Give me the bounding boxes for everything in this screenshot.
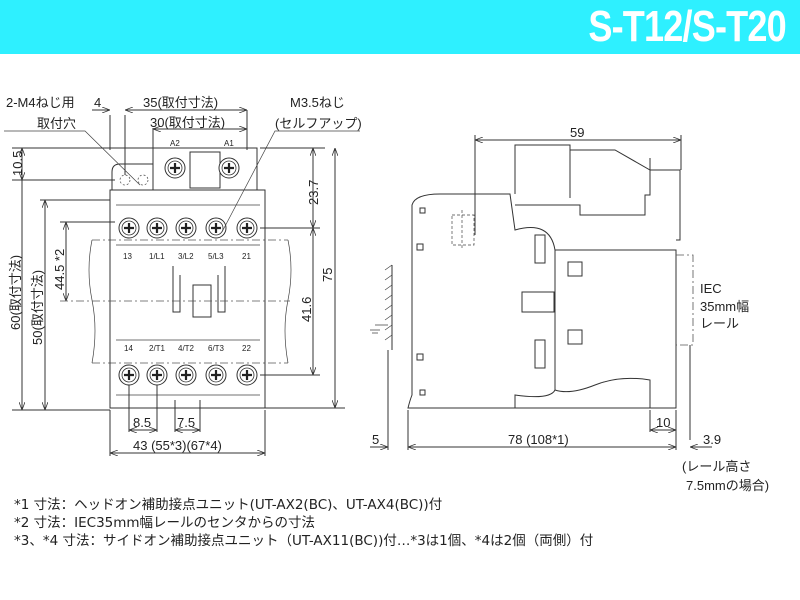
front-view: A2 A1 13 1/L1 3/L2 5/L3 21 14 2/T1 4/T2 … xyxy=(4,95,362,456)
terminal-label: 21 xyxy=(242,252,251,261)
rail-outline xyxy=(92,239,288,364)
dim-43: 43 (55*3)(67*4) xyxy=(133,438,222,453)
footnote-3: *3、*4 寸法：サイドオン補助接点ユニット（UT-AX11(BC))付…*3は… xyxy=(14,533,594,549)
dim-41-6: 41.6 xyxy=(299,297,314,322)
top-terminal-screws xyxy=(117,216,259,240)
contactor-body xyxy=(109,189,266,409)
mounting-ear xyxy=(111,163,153,190)
terminal-label: 13 xyxy=(123,252,132,261)
dim-23-7: 23.7 xyxy=(306,180,321,205)
bottom-terminal-screws xyxy=(117,363,259,387)
coil-latch xyxy=(189,151,221,189)
dim-30: 30(取付寸法) xyxy=(150,115,225,130)
top-terminal-labels: 13 1/L1 3/L2 5/L3 21 xyxy=(123,252,251,261)
dim-60: 60(取付寸法) xyxy=(8,255,23,330)
rail-label: 35mm幅 xyxy=(700,299,749,314)
footnote-1: *1 寸法：ヘッドオン補助接点ユニット(UT-AX2(BC)、UT-AX4(BC… xyxy=(14,497,443,513)
title-banner: S-T12/S-T20 xyxy=(0,0,800,54)
rail-label: IEC xyxy=(700,281,722,296)
dim-10: 10 xyxy=(656,415,670,430)
footnote-2: *2 寸法：IEC35mm幅レールのセンタからの寸法 xyxy=(14,515,316,531)
side-body-front xyxy=(407,193,556,409)
screw-label-2: (セルフアップ) xyxy=(275,116,362,131)
rail-label: レール xyxy=(700,316,739,331)
screw-label: M3.5ねじ xyxy=(290,95,345,110)
mounting-hole-icon xyxy=(119,174,131,186)
hole-label: 2-M4ねじ用 xyxy=(6,95,75,110)
terminal-label: 14 xyxy=(124,344,133,353)
rail-note: 7.5mmの場合) xyxy=(686,478,769,493)
coil-label-a2: A2 xyxy=(170,139,180,148)
dim-35: 35(取付寸法) xyxy=(143,95,218,110)
dim-8-5: 8.5 xyxy=(133,415,151,430)
rail-note: (レール高さ xyxy=(682,459,751,474)
terminal-label: 2/T1 xyxy=(149,344,166,353)
ground-icon xyxy=(370,324,388,334)
dim-10-5: 10.5 xyxy=(10,151,25,176)
coil-screw-a2 xyxy=(163,156,187,180)
footnotes: *1 寸法：ヘッドオン補助接点ユニット(UT-AX2(BC)、UT-AX4(BC… xyxy=(14,496,593,550)
terminal-label: 5/L3 xyxy=(208,252,224,261)
dim-50: 50(取付寸法) xyxy=(30,270,45,345)
dim-75: 75 xyxy=(320,268,335,282)
terminal-label: 6/T3 xyxy=(208,344,225,353)
dim-78: 78 (108*1) xyxy=(508,432,569,447)
terminal-label: 22 xyxy=(242,344,251,353)
terminal-label: 1/L1 xyxy=(149,252,165,261)
bottom-terminal-labels: 14 2/T1 4/T2 6/T3 22 xyxy=(124,344,251,353)
dim-59: 59 xyxy=(570,125,584,140)
coil-screw-a1 xyxy=(217,156,241,180)
side-view: 59 IEC 35mm幅 レール 5 78 (108*1) 10 3.9 (レー… xyxy=(370,125,769,493)
dim-44-5: 44.5 *2 xyxy=(52,249,67,290)
dim-7-5: 7.5 xyxy=(177,415,195,430)
dim-3-9: 3.9 xyxy=(703,432,721,447)
dim-5: 5 xyxy=(372,432,379,447)
terminal-label: 4/T2 xyxy=(178,344,195,353)
coil-label-a1: A1 xyxy=(224,139,234,148)
terminal-label: 3/L2 xyxy=(178,252,194,261)
dim-4: 4 xyxy=(94,95,101,110)
model-title: S-T12/S-T20 xyxy=(588,2,786,51)
rail-break-lines xyxy=(88,239,292,364)
hole-label-2: 取付穴 xyxy=(37,116,76,131)
